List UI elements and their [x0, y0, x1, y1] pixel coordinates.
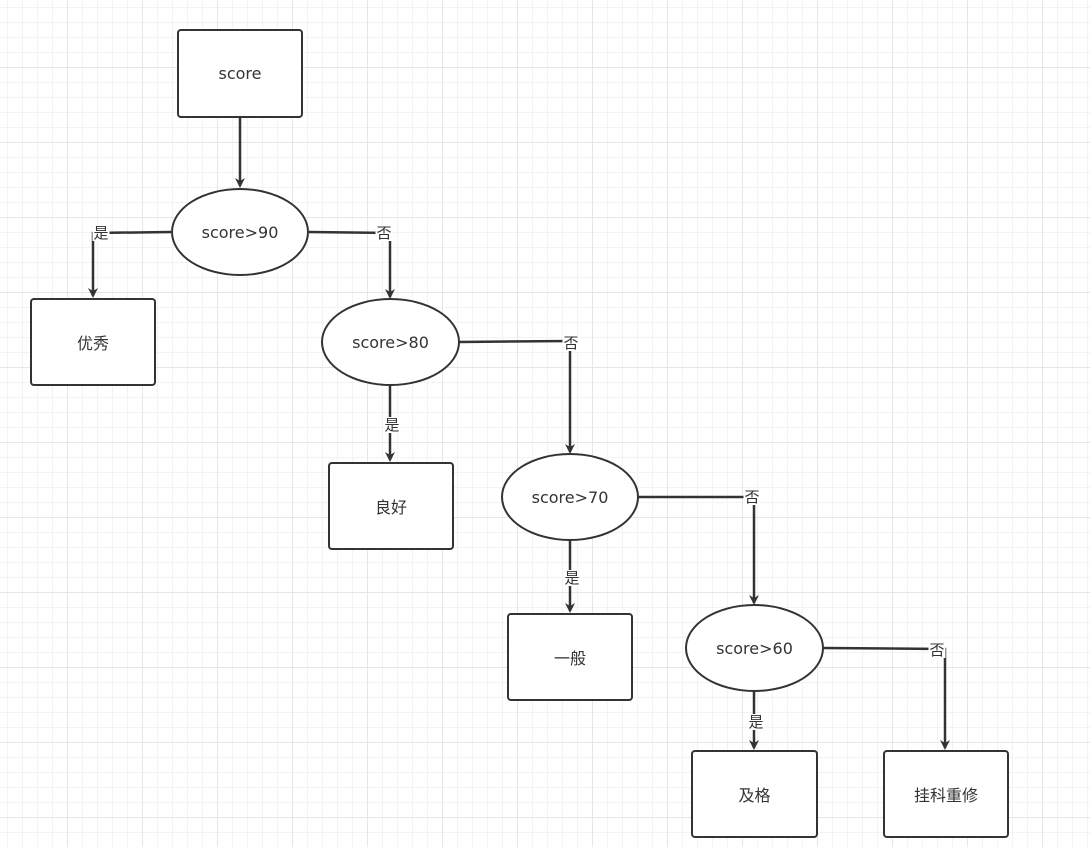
- node-fail-label: 挂科重修: [913, 786, 978, 805]
- node-good-label: 良好: [374, 498, 407, 517]
- edge-gt70-no: [638, 495, 759, 605]
- decision-gt80-label: score>80: [352, 332, 429, 352]
- node-pass-label: 及格: [738, 786, 771, 805]
- decision-gt70-label: score>70: [531, 487, 609, 507]
- edge-label-gt70-yes: 是: [563, 569, 581, 587]
- edge-label-gt80-yes: 是: [383, 416, 401, 434]
- decision-gt80[interactable]: score>80: [321, 298, 460, 386]
- edge-gt60-no: [822, 646, 950, 750]
- node-score-label: score: [218, 64, 262, 83]
- node-pass[interactable]: 及格: [691, 750, 818, 838]
- edge-label-gt90-yes: 是: [92, 224, 110, 242]
- edge-gt80-no: [458, 339, 575, 454]
- node-good[interactable]: 良好: [328, 462, 454, 550]
- decision-gt90[interactable]: score>90: [171, 188, 309, 276]
- edge-label-gt90-no: 否: [375, 224, 393, 242]
- node-average-label: 一般: [553, 649, 586, 668]
- node-fail[interactable]: 挂科重修: [883, 750, 1009, 838]
- edge-label-gt80-no: 否: [562, 334, 580, 352]
- decision-gt60-label: score>60: [716, 638, 793, 658]
- edge-label-gt60-yes: 是: [747, 713, 765, 731]
- node-average[interactable]: 一般: [507, 613, 633, 701]
- node-excellent-label: 优秀: [76, 334, 109, 353]
- decision-gt60[interactable]: score>60: [685, 604, 824, 692]
- edge-label-gt70-no: 否: [743, 488, 761, 506]
- node-excellent[interactable]: 优秀: [30, 298, 156, 386]
- node-score[interactable]: score: [177, 29, 303, 118]
- decision-gt90-label: score>90: [201, 222, 279, 242]
- edge-label-gt60-no: 否: [928, 641, 946, 659]
- decision-gt70[interactable]: score>70: [501, 453, 639, 541]
